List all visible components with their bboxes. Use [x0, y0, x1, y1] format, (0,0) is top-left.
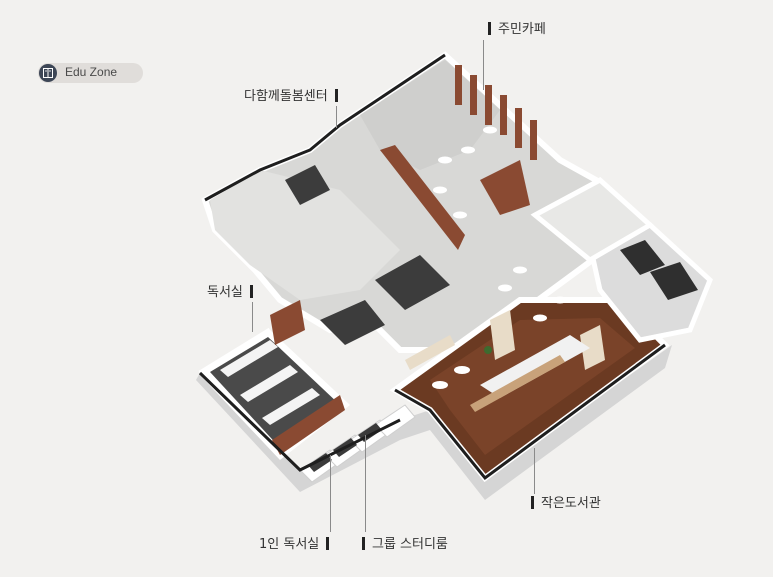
edu-zone-badge: Edu Zone [38, 63, 143, 83]
library-leader-line [534, 448, 535, 494]
label-reading-room: 독서실 [207, 285, 253, 301]
label-group-study: 그룹 스터디룸 [362, 537, 448, 553]
reading-leader-line [252, 302, 253, 332]
group-leader-line [365, 435, 366, 532]
single-leader-line [330, 455, 331, 532]
label-care-center: 다함께돌봄센터 [244, 89, 338, 105]
label-library: 작은도서관 [531, 496, 601, 512]
label-single-room: 1인 독서실 [259, 537, 330, 553]
care-leader-line [336, 106, 337, 128]
label-cafe: 주민카페 [488, 22, 546, 38]
book-icon [39, 64, 57, 82]
cafe-leader-line [483, 40, 484, 90]
badge-label: Edu Zone [65, 65, 118, 79]
